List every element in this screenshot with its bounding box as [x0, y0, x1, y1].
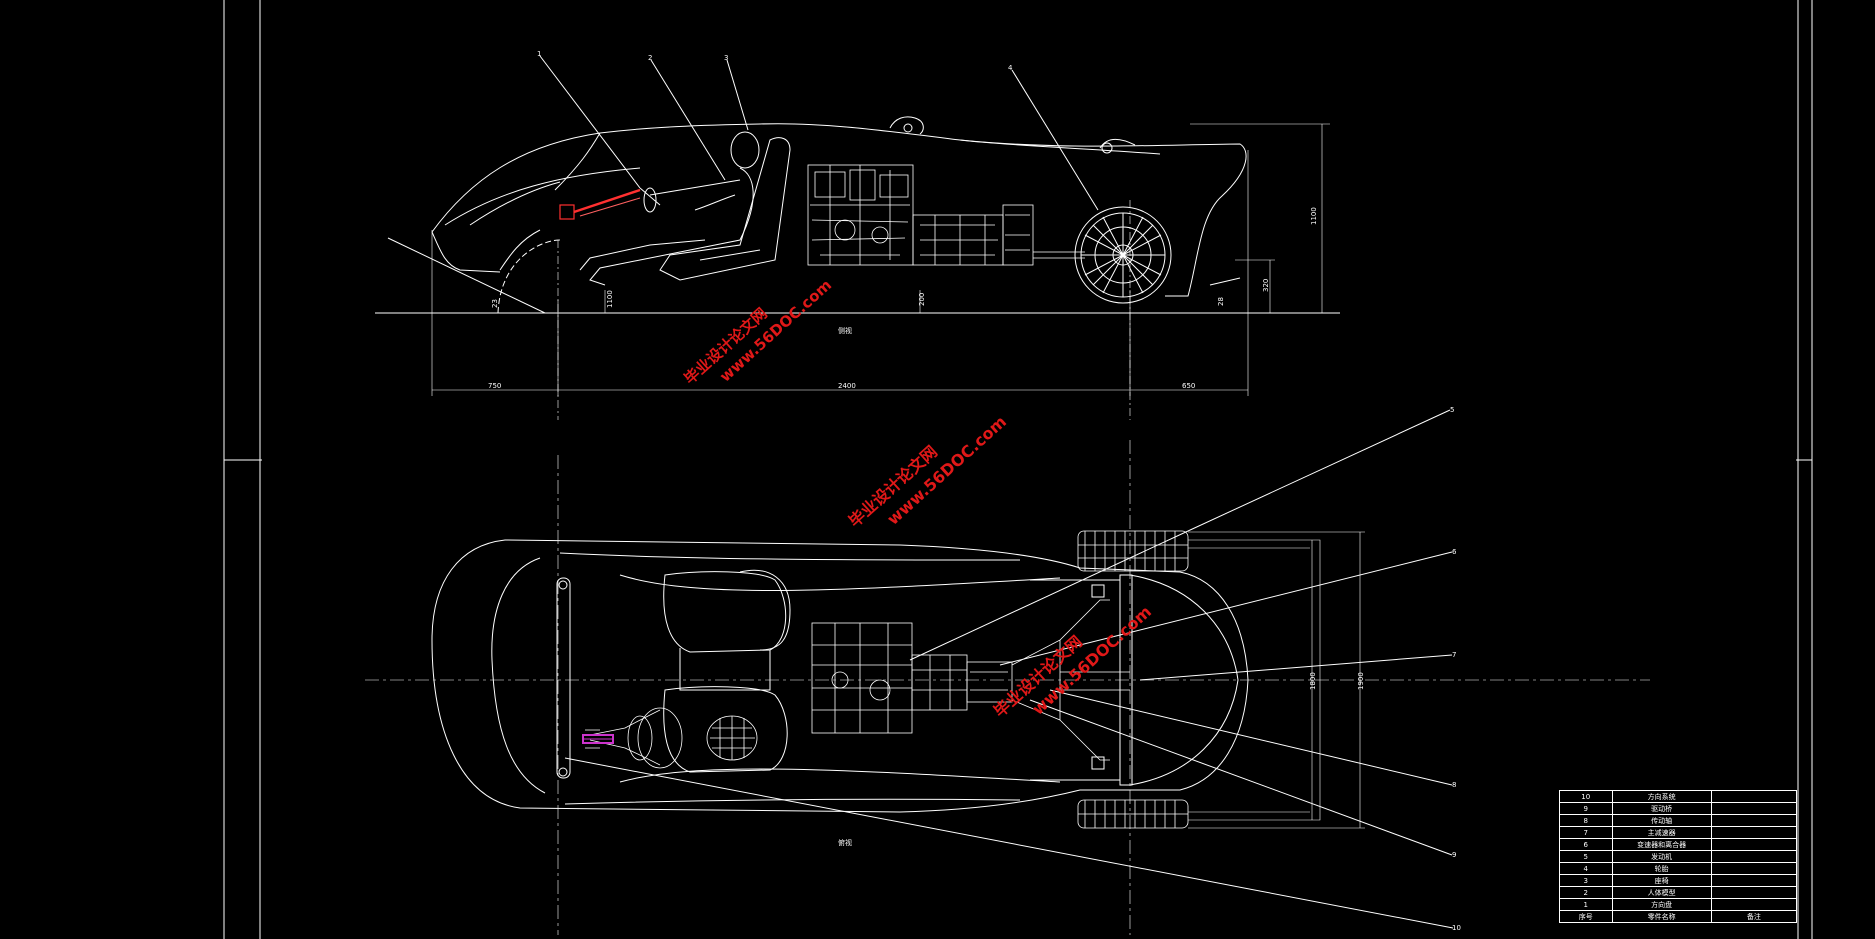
bom-no: 1: [1559, 898, 1613, 911]
callout-9: 9: [1452, 851, 1456, 859]
bom-no: 9: [1559, 802, 1613, 815]
side-dimensions: [431, 123, 1330, 420]
callout-8: 8: [1452, 781, 1456, 789]
bom-no: 6: [1559, 838, 1613, 851]
top-dimension-texts: 1800 1900 俯视: [838, 672, 1365, 847]
callout-3: 3: [724, 54, 728, 62]
dim-angle-rear: 28: [1217, 297, 1225, 306]
callout-1: 1: [537, 50, 541, 58]
bom-name: 驱动桥: [1611, 802, 1712, 815]
top-callout-labels: 5 6 7 8 9 10: [1450, 406, 1461, 932]
callout-7: 7: [1452, 651, 1456, 659]
side-callout-labels: 1 2 3 4: [537, 50, 1013, 72]
bom-name: 传动轴: [1611, 814, 1712, 827]
bom-name: 方向系统: [1611, 790, 1712, 803]
side-view: [375, 116, 1340, 314]
dim-rear-overhang: 650: [1182, 382, 1195, 390]
dim-front-overhang: 750: [488, 382, 501, 390]
bom-name: 轮胎: [1611, 862, 1712, 875]
callout-4: 4: [1008, 64, 1013, 72]
bom-remark: [1710, 790, 1798, 803]
human-model-figure: [579, 131, 760, 286]
top-view: [365, 440, 1650, 935]
bom-name: 人体模型: [1611, 886, 1712, 899]
rear-wheel-side: [1074, 206, 1172, 304]
bom-remark: [1710, 826, 1798, 839]
drawing-frame: [223, 0, 1813, 939]
bom-remark: [1710, 814, 1798, 827]
bom-name: 发动机: [1611, 850, 1712, 863]
watermark-1: 毕业设计论文网 www.56DOC.com: [681, 276, 836, 388]
bom-remark: [1710, 886, 1798, 899]
watermark-2: 毕业设计论文网 www.56DOC.com: [845, 412, 1010, 531]
dim-ground-a: 1100: [606, 290, 614, 308]
side-dimension-texts: 750 2400 650 1100 320 1100 200 23 28 侧视: [488, 207, 1318, 390]
dim-ground-b: 200: [918, 293, 926, 306]
rear-tyre-top-lower: [1077, 799, 1189, 829]
bom-remark: [1710, 862, 1798, 875]
dim-wheelbase: 2400: [838, 382, 856, 390]
bom-remark: [1710, 802, 1798, 815]
dim-angle-front: 23: [491, 299, 499, 308]
bom-name: 主减速器: [1611, 826, 1712, 839]
bom-name: 座椅: [1611, 874, 1712, 887]
bom-remark: [1710, 838, 1798, 851]
engine-top: [811, 599, 1130, 761]
bom-remark: [1710, 874, 1798, 887]
bom-name: 变速器和离合器: [1611, 838, 1712, 851]
bom-name: 方向盘: [1611, 898, 1712, 911]
engine-side: [807, 164, 1085, 266]
top-view-label: 俯视: [838, 838, 852, 847]
callout-6: 6: [1452, 548, 1457, 556]
callout-2: 2: [648, 54, 652, 62]
side-callout-leaders: [539, 55, 1099, 211]
steering-accent: [559, 188, 641, 220]
top-callout-leaders: [564, 409, 1454, 929]
side-view-label: 侧视: [838, 326, 852, 335]
dim-rear-height: 320: [1262, 279, 1270, 292]
driver-top: [585, 707, 758, 769]
bom-name: 零件名称: [1611, 910, 1712, 923]
callout-10: 10: [1452, 924, 1461, 932]
bom-header-row: 序号零件名称备注: [1559, 910, 1798, 923]
pedal-accent: [582, 734, 614, 744]
callout-5: 5: [1450, 406, 1454, 414]
bom-no: 7: [1559, 826, 1613, 839]
bom-no: 5: [1559, 850, 1613, 863]
dim-height-total: 1100: [1310, 207, 1318, 225]
dim-width-inner: 1800: [1309, 672, 1317, 690]
bom-remark: 备注: [1710, 910, 1798, 923]
dim-width-outer: 1900: [1357, 672, 1365, 690]
bom-no: 4: [1559, 862, 1613, 875]
bom-no: 3: [1559, 874, 1613, 887]
bom-no: 序号: [1559, 910, 1613, 923]
bom-no: 8: [1559, 814, 1613, 827]
bom-remark: [1710, 850, 1798, 863]
bom-remark: [1710, 898, 1798, 911]
rear-tyre-top-upper: [1077, 530, 1189, 572]
bom-no: 2: [1559, 886, 1613, 899]
bom-no: 10: [1559, 790, 1613, 803]
